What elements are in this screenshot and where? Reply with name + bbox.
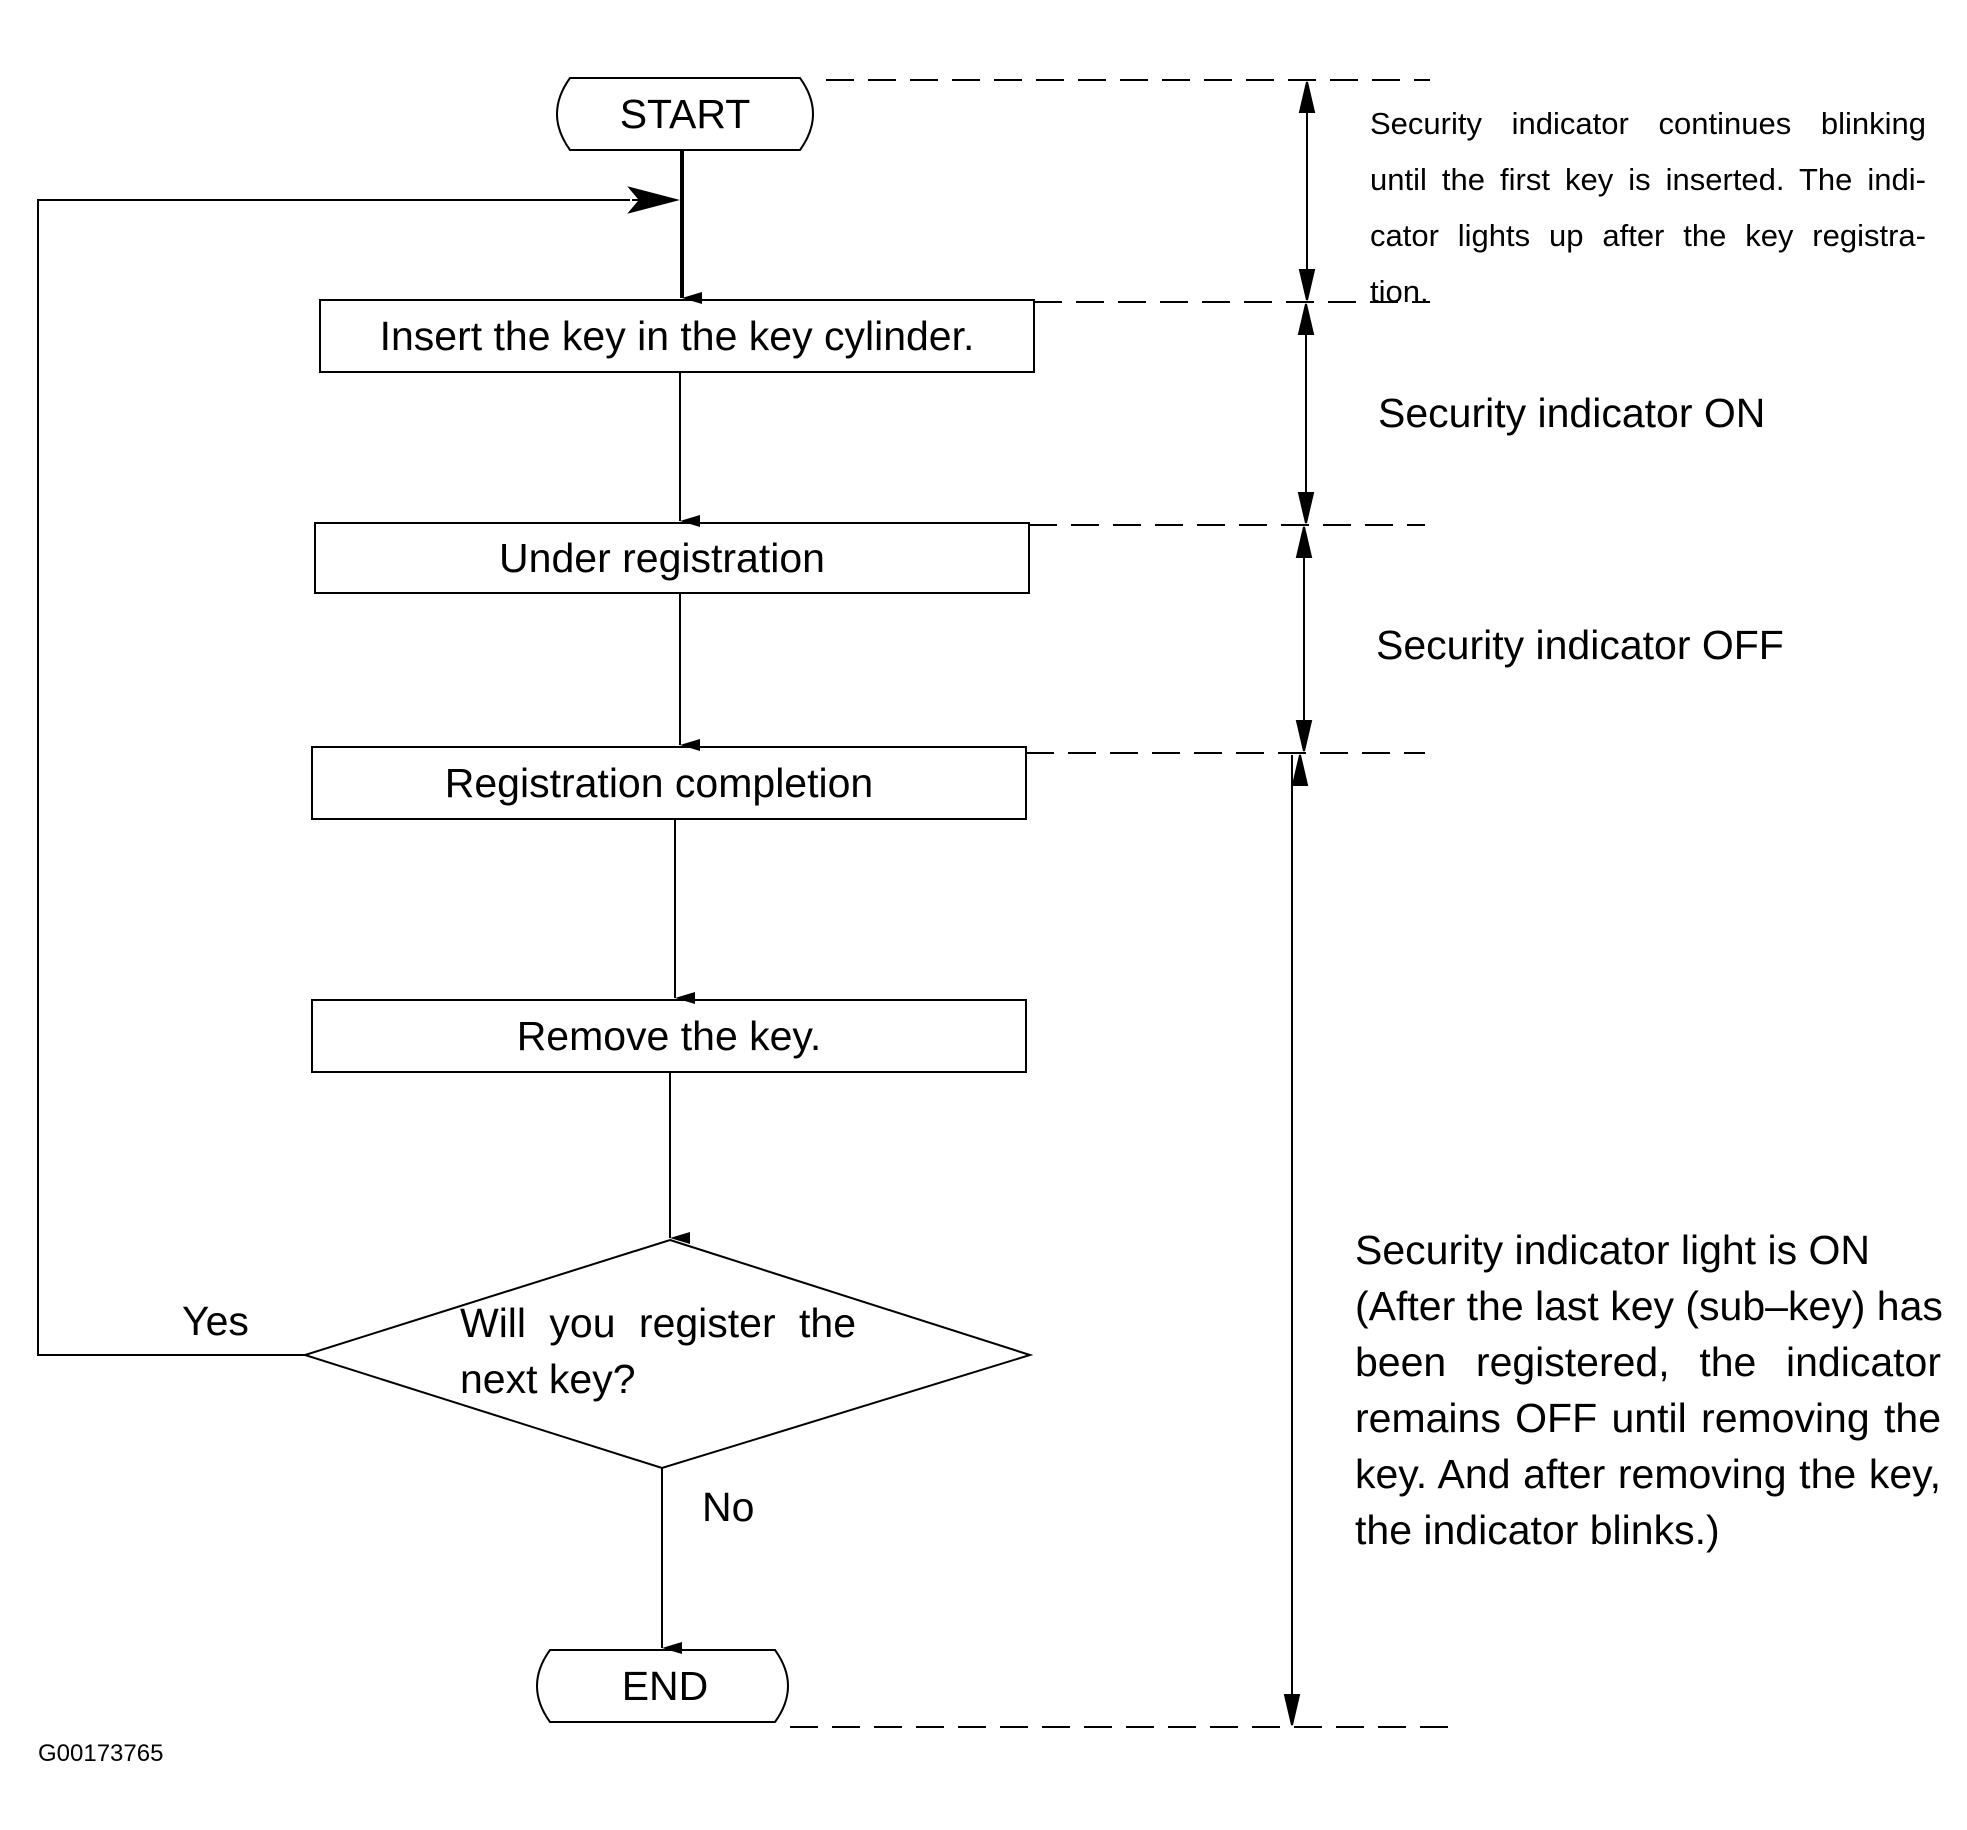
note-light-on: Security indicator light is ON (After th… xyxy=(1355,1222,1943,1558)
span-arrow-on xyxy=(1297,303,1315,524)
note-indicator-on: Security indicator ON xyxy=(1378,390,1766,436)
note-blinking-line2: until the first key is inserted. The ind… xyxy=(1370,162,1926,197)
yes-loop-arrowhead xyxy=(627,186,680,214)
span-arrow-blinking xyxy=(1298,81,1316,301)
step-registration-completion-label: Registration completion xyxy=(444,759,874,806)
span-arrow-light-on xyxy=(1283,754,1309,1726)
decision-question-line1: Will you register the xyxy=(460,1300,857,1346)
decision-yes-label: Yes xyxy=(182,1298,249,1344)
step-insert-key-box xyxy=(319,299,1035,373)
note-light-on-line1: Security indicator light is ON xyxy=(1355,1227,1870,1273)
step-remove-key-label: Remove the key. xyxy=(516,1012,822,1059)
start-terminal-shape xyxy=(556,77,814,151)
yes-loop-line xyxy=(37,199,630,1356)
note-blinking-line4: tion. xyxy=(1370,274,1429,309)
decision-no-label: No xyxy=(702,1484,755,1530)
note-light-on-line6: the indicator blinks.) xyxy=(1355,1507,1720,1553)
note-blinking-line1: Security indicator continues blinking xyxy=(1370,106,1926,141)
start-label: START xyxy=(619,90,751,137)
end-label: END xyxy=(621,1662,709,1709)
step-under-registration-box xyxy=(314,522,1030,594)
end-terminal-shape xyxy=(536,1649,789,1723)
note-light-on-line3: been registered, the indicator xyxy=(1355,1339,1941,1385)
decision-question-line2: next key? xyxy=(460,1356,636,1402)
note-light-on-line4: remains OFF until removing the xyxy=(1355,1395,1941,1441)
note-blinking: Security indicator continues blinking un… xyxy=(1370,96,1926,320)
step-under-registration-label: Under registration xyxy=(499,534,825,581)
note-light-on-line5: key. And after removing the key, xyxy=(1355,1451,1941,1497)
note-light-on-line2: (After the last key (sub–key) has xyxy=(1355,1283,1943,1329)
note-blinking-line3: cator lights up after the key registra- xyxy=(1370,218,1926,253)
note-indicator-off: Security indicator OFF xyxy=(1376,622,1784,668)
figure-id: G00173765 xyxy=(38,1740,164,1767)
step-registration-completion-box xyxy=(311,746,1027,820)
step-insert-key-label: Insert the key in the key cylinder. xyxy=(379,312,975,359)
decision-diamond-shape xyxy=(301,1238,1034,1470)
span-arrow-off xyxy=(1295,526,1313,752)
